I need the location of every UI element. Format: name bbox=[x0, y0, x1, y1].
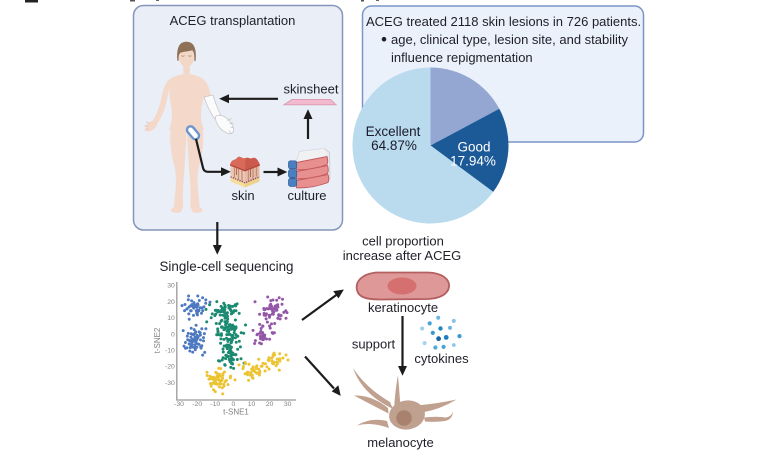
svg-text:culture: culture bbox=[287, 188, 326, 203]
svg-text:skinsheet: skinsheet bbox=[284, 82, 339, 97]
svg-text:skin: skin bbox=[231, 188, 254, 203]
svg-text:17.94%: 17.94% bbox=[450, 154, 496, 169]
svg-text:0: 0 bbox=[171, 331, 175, 338]
svg-text:10: 10 bbox=[248, 401, 256, 408]
svg-text:keratinocyte: keratinocyte bbox=[368, 300, 438, 315]
svg-text:t-SNE2: t-SNE2 bbox=[153, 327, 162, 353]
svg-text:t-SNE1: t-SNE1 bbox=[223, 408, 249, 417]
svg-text:10: 10 bbox=[167, 315, 175, 322]
svg-text:Excellent: Excellent bbox=[366, 124, 421, 139]
svg-text:Good: Good bbox=[457, 140, 490, 155]
svg-text:support: support bbox=[352, 337, 396, 352]
svg-text:increase after ACEG: increase after ACEG bbox=[343, 248, 462, 263]
svg-text:-20: -20 bbox=[165, 364, 175, 371]
svg-text:0: 0 bbox=[232, 401, 236, 408]
svg-text:influence repigmentation: influence repigmentation bbox=[391, 50, 533, 65]
svg-text:ACEG transplantation: ACEG transplantation bbox=[170, 13, 296, 28]
svg-text:ACEG treated 2118 skin lesions: ACEG treated 2118 skin lesions in 726 pa… bbox=[366, 14, 641, 29]
svg-text:melanocyte: melanocyte bbox=[367, 435, 433, 450]
svg-text:-30: -30 bbox=[165, 380, 175, 387]
svg-text:cell proportion: cell proportion bbox=[362, 234, 444, 249]
svg-text:64.87%: 64.87% bbox=[371, 138, 417, 153]
svg-text:30: 30 bbox=[284, 401, 292, 408]
svg-text:20: 20 bbox=[266, 401, 274, 408]
svg-text:cytokines: cytokines bbox=[414, 351, 469, 366]
svg-text:30: 30 bbox=[167, 283, 175, 290]
svg-text:20: 20 bbox=[167, 299, 175, 306]
svg-text:-10: -10 bbox=[165, 348, 175, 355]
svg-text:age, clinical type, lesion sit: age, clinical type, lesion site, and sta… bbox=[391, 32, 629, 47]
svg-text:-10: -10 bbox=[210, 401, 220, 408]
svg-text:Single-cell sequencing: Single-cell sequencing bbox=[160, 259, 294, 274]
svg-text:-20: -20 bbox=[192, 401, 202, 408]
svg-text:-30: -30 bbox=[174, 401, 184, 408]
